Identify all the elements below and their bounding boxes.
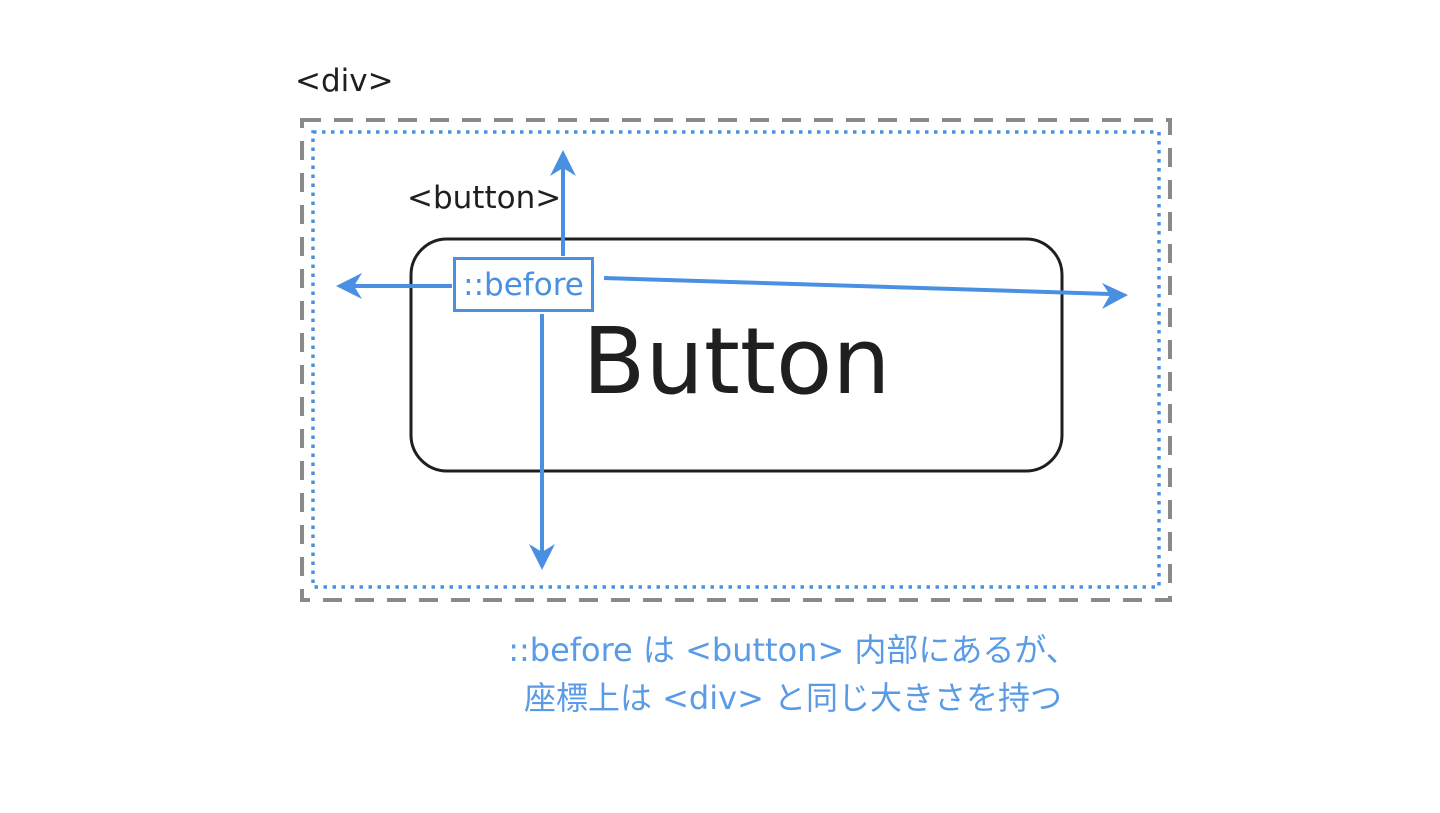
before-pseudo-label: ::before (463, 266, 584, 303)
right-arrow-line (603, 276, 1111, 296)
caption-line-1: ::before は <button> 内部にあるが、 (508, 631, 1078, 669)
left-arrowhead (336, 273, 362, 299)
caption: ::before は <button> 内部にあるが、 座標上は <div> と… (430, 626, 1156, 722)
caption-line-2: 座標上は <div> と同じ大きさを持つ (523, 679, 1063, 717)
div-tag-label: <div> (295, 63, 394, 99)
button-tag-label: <button> (407, 180, 562, 216)
right-arrowhead (1102, 283, 1128, 309)
up-arrowhead (550, 150, 576, 176)
before-extent-dotted-rect (311, 130, 1161, 589)
right-arrow-icon (603, 276, 1128, 309)
div-boundary-dashed-rect (300, 118, 1172, 602)
before-pseudo-box: ::before (453, 257, 594, 312)
down-arrow-icon (529, 314, 555, 570)
down-arrowhead (529, 544, 555, 570)
left-arrow-icon (336, 273, 452, 299)
up-arrow-icon (550, 150, 576, 256)
